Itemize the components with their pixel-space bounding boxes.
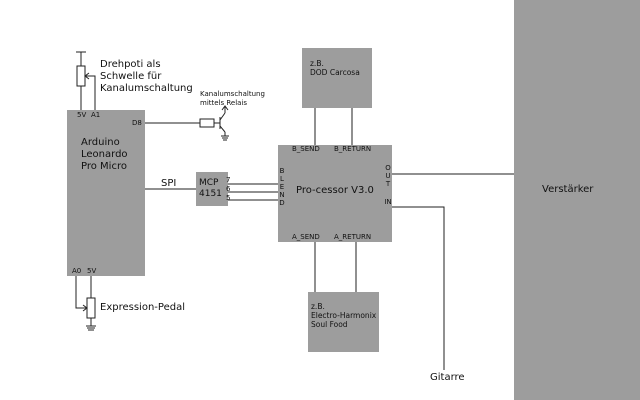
pin-a0: A0 [72, 267, 82, 275]
spi-label: SPI [161, 178, 177, 189]
relais-label-line-1: Kanalumschaltung [200, 90, 265, 98]
pin-5v-bottom: 5V [87, 267, 97, 275]
arduino-block: Arduino Leonardo Pro Micro [67, 110, 145, 276]
expression-pedal-label: Expression-Pedal [100, 302, 185, 313]
top-potentiometer-symbol [76, 51, 96, 110]
electro-harmonix-block: z.B. Electro-Harmonix Soul Food [308, 292, 379, 352]
drehpoti-label-line-1: Drehpoti als [100, 59, 161, 70]
relais-label-line-2: mittels Relais [200, 99, 248, 107]
eh-label-line-3: Soul Food [311, 320, 348, 329]
a-return-label: A_RETURN [334, 233, 372, 241]
drehpoti-label-line-2: Schwelle für [100, 71, 162, 82]
arduino-label-line-3: Pro Micro [81, 161, 127, 172]
out-label: OUT [385, 164, 391, 188]
mcp-pin-6: 6 [226, 185, 231, 193]
bottom-potentiometer-symbol [75, 276, 96, 331]
arduino-label-line-1: Arduino [81, 137, 120, 148]
relay-symbol [145, 105, 229, 141]
pin-5v-top: 5V [77, 111, 87, 119]
b-return-label: B_RETURN [334, 145, 372, 153]
mcp-label-line-1: MCP [199, 178, 219, 188]
in-label: IN [384, 198, 392, 206]
amplifier-block: Verstärker [514, 0, 640, 400]
dod-carcosa-block: z.B. DOD Carcosa [302, 48, 372, 108]
processor-block: Pro-cessor V3.0 BLEND OUT IN [278, 145, 392, 242]
gitarre-label: Gitarre [430, 372, 465, 383]
dod-label-line-2: DOD Carcosa [310, 68, 360, 77]
amplifier-label: Verstärker [542, 184, 594, 195]
mcp-pin-7: 7 [226, 176, 231, 184]
eh-label-line-1: z.B. [311, 302, 325, 311]
dod-label-line-1: z.B. [310, 59, 324, 68]
blend-label: BLEND [279, 167, 285, 207]
pin-a1: A1 [91, 111, 101, 119]
processor-title: Pro-cessor V3.0 [296, 185, 374, 196]
arduino-label-line-2: Leonardo [81, 149, 128, 160]
pin-d8: D8 [132, 119, 142, 127]
mcp-pin-5: 5 [226, 194, 231, 202]
eh-label-line-2: Electro-Harmonix [311, 311, 377, 320]
a-send-label: A_SEND [292, 233, 320, 241]
mcp-label-line-2: 4151 [199, 189, 222, 199]
b-send-label: B_SEND [292, 145, 320, 153]
drehpoti-label-line-3: Kanalumschaltung [100, 83, 193, 94]
mcp-block: MCP 4151 [196, 172, 228, 206]
